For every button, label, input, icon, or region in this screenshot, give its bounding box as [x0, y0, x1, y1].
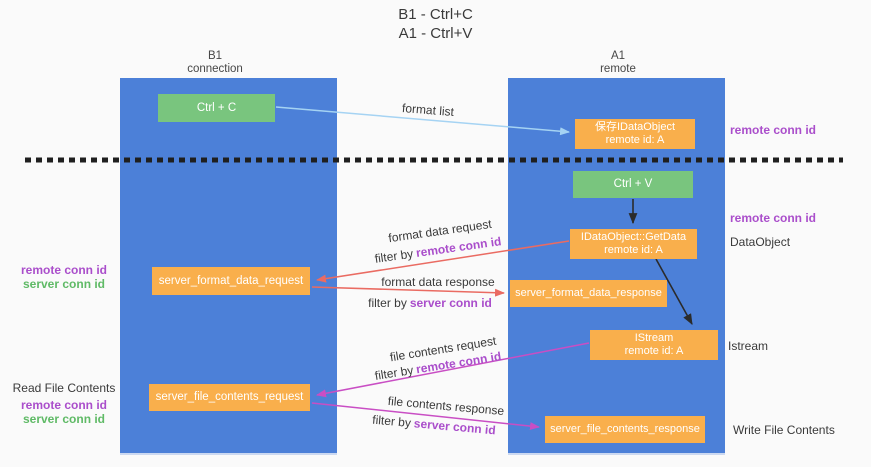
- label-remote-conn-id-mid: remote conn id: [730, 211, 817, 225]
- column-a1-name: A1: [610, 50, 626, 62]
- node-server-file-contents-response: server_file_contents_response: [545, 416, 705, 443]
- node-server-file-contents-request: server_file_contents_request: [149, 384, 310, 411]
- arrow-file-contents-response: [311, 402, 540, 431]
- column-header-b1: B1 connection: [125, 50, 305, 76]
- save-idataobject-remote-id: remote id: A: [605, 134, 665, 146]
- istream-title: IStream: [634, 332, 674, 344]
- node-ctrl-v: Ctrl + V: [573, 171, 693, 198]
- label-istream: Istream: [728, 339, 769, 353]
- server-format-data-request-label: server_format_data_request: [158, 274, 304, 287]
- arrow-format-data-response: [311, 286, 505, 297]
- column-header-a1: A1 remote: [528, 50, 708, 76]
- title-line-2: A1 - Ctrl+V: [398, 25, 473, 42]
- node-ctrl-c: Ctrl + C: [158, 94, 275, 122]
- filter-by-text: filter by: [368, 296, 407, 310]
- ctrl-c-label: Ctrl + C: [196, 101, 237, 114]
- label-left-server-conn-id-1: server conn id: [22, 277, 106, 291]
- server-file-contents-request-label: server_file_contents_request: [155, 391, 304, 403]
- label-block-format-request: remote conn id server conn id: [16, 263, 112, 291]
- label-remote-conn-id-top: remote conn id: [730, 123, 817, 137]
- column-b1-sub: connection: [187, 63, 243, 75]
- label-dataobject: DataObject: [730, 235, 791, 249]
- node-istream: IStream remote id: A: [590, 330, 718, 360]
- server-conn-id-text: server conn id: [409, 296, 492, 310]
- getdata-title: IDataObject::GetData: [580, 231, 687, 243]
- node-save-idataobject: 保存IDataObject remote id: A: [575, 119, 695, 149]
- diagram-title: B1 - Ctrl+C A1 - Ctrl+V: [0, 5, 871, 43]
- server-file-contents-response-label: server_file_contents_response: [550, 423, 700, 435]
- getdata-remote-id: remote id: A: [604, 244, 663, 256]
- label-left-server-conn-id-2: server conn id: [22, 412, 106, 426]
- label-format-data-response: format data response: [381, 275, 495, 289]
- label-left-remote-conn-id-2: remote conn id: [20, 398, 107, 412]
- column-a1-sub: remote: [600, 63, 636, 75]
- node-server-format-data-request: server_format_data_request: [152, 267, 310, 295]
- arrow-getdata-to-istream: [655, 258, 693, 325]
- column-b1-name: B1: [207, 50, 223, 62]
- istream-remote-id: remote id: A: [624, 345, 684, 357]
- ctrl-v-label: Ctrl + V: [613, 178, 653, 190]
- label-read-file-contents: Read File Contents: [12, 381, 116, 395]
- save-idataobject-title: 保存IDataObject: [594, 121, 676, 133]
- title-line-1: B1 - Ctrl+C: [398, 6, 473, 23]
- node-server-format-data-response: server_format_data_response: [510, 280, 667, 307]
- arrow-format-data-request: [316, 240, 570, 283]
- label-left-remote-conn-id-1: remote conn id: [20, 263, 107, 277]
- node-idataobject-getdata: IDataObject::GetData remote id: A: [570, 229, 697, 259]
- arrow-format-list: [275, 106, 570, 136]
- label-write-file-contents: Write File Contents: [733, 423, 835, 437]
- server-format-data-response-label: server_format_data_response: [515, 287, 662, 299]
- label-block-file-request: Read File Contents remote conn id server…: [10, 381, 118, 426]
- arrow-file-contents-request: [316, 342, 590, 398]
